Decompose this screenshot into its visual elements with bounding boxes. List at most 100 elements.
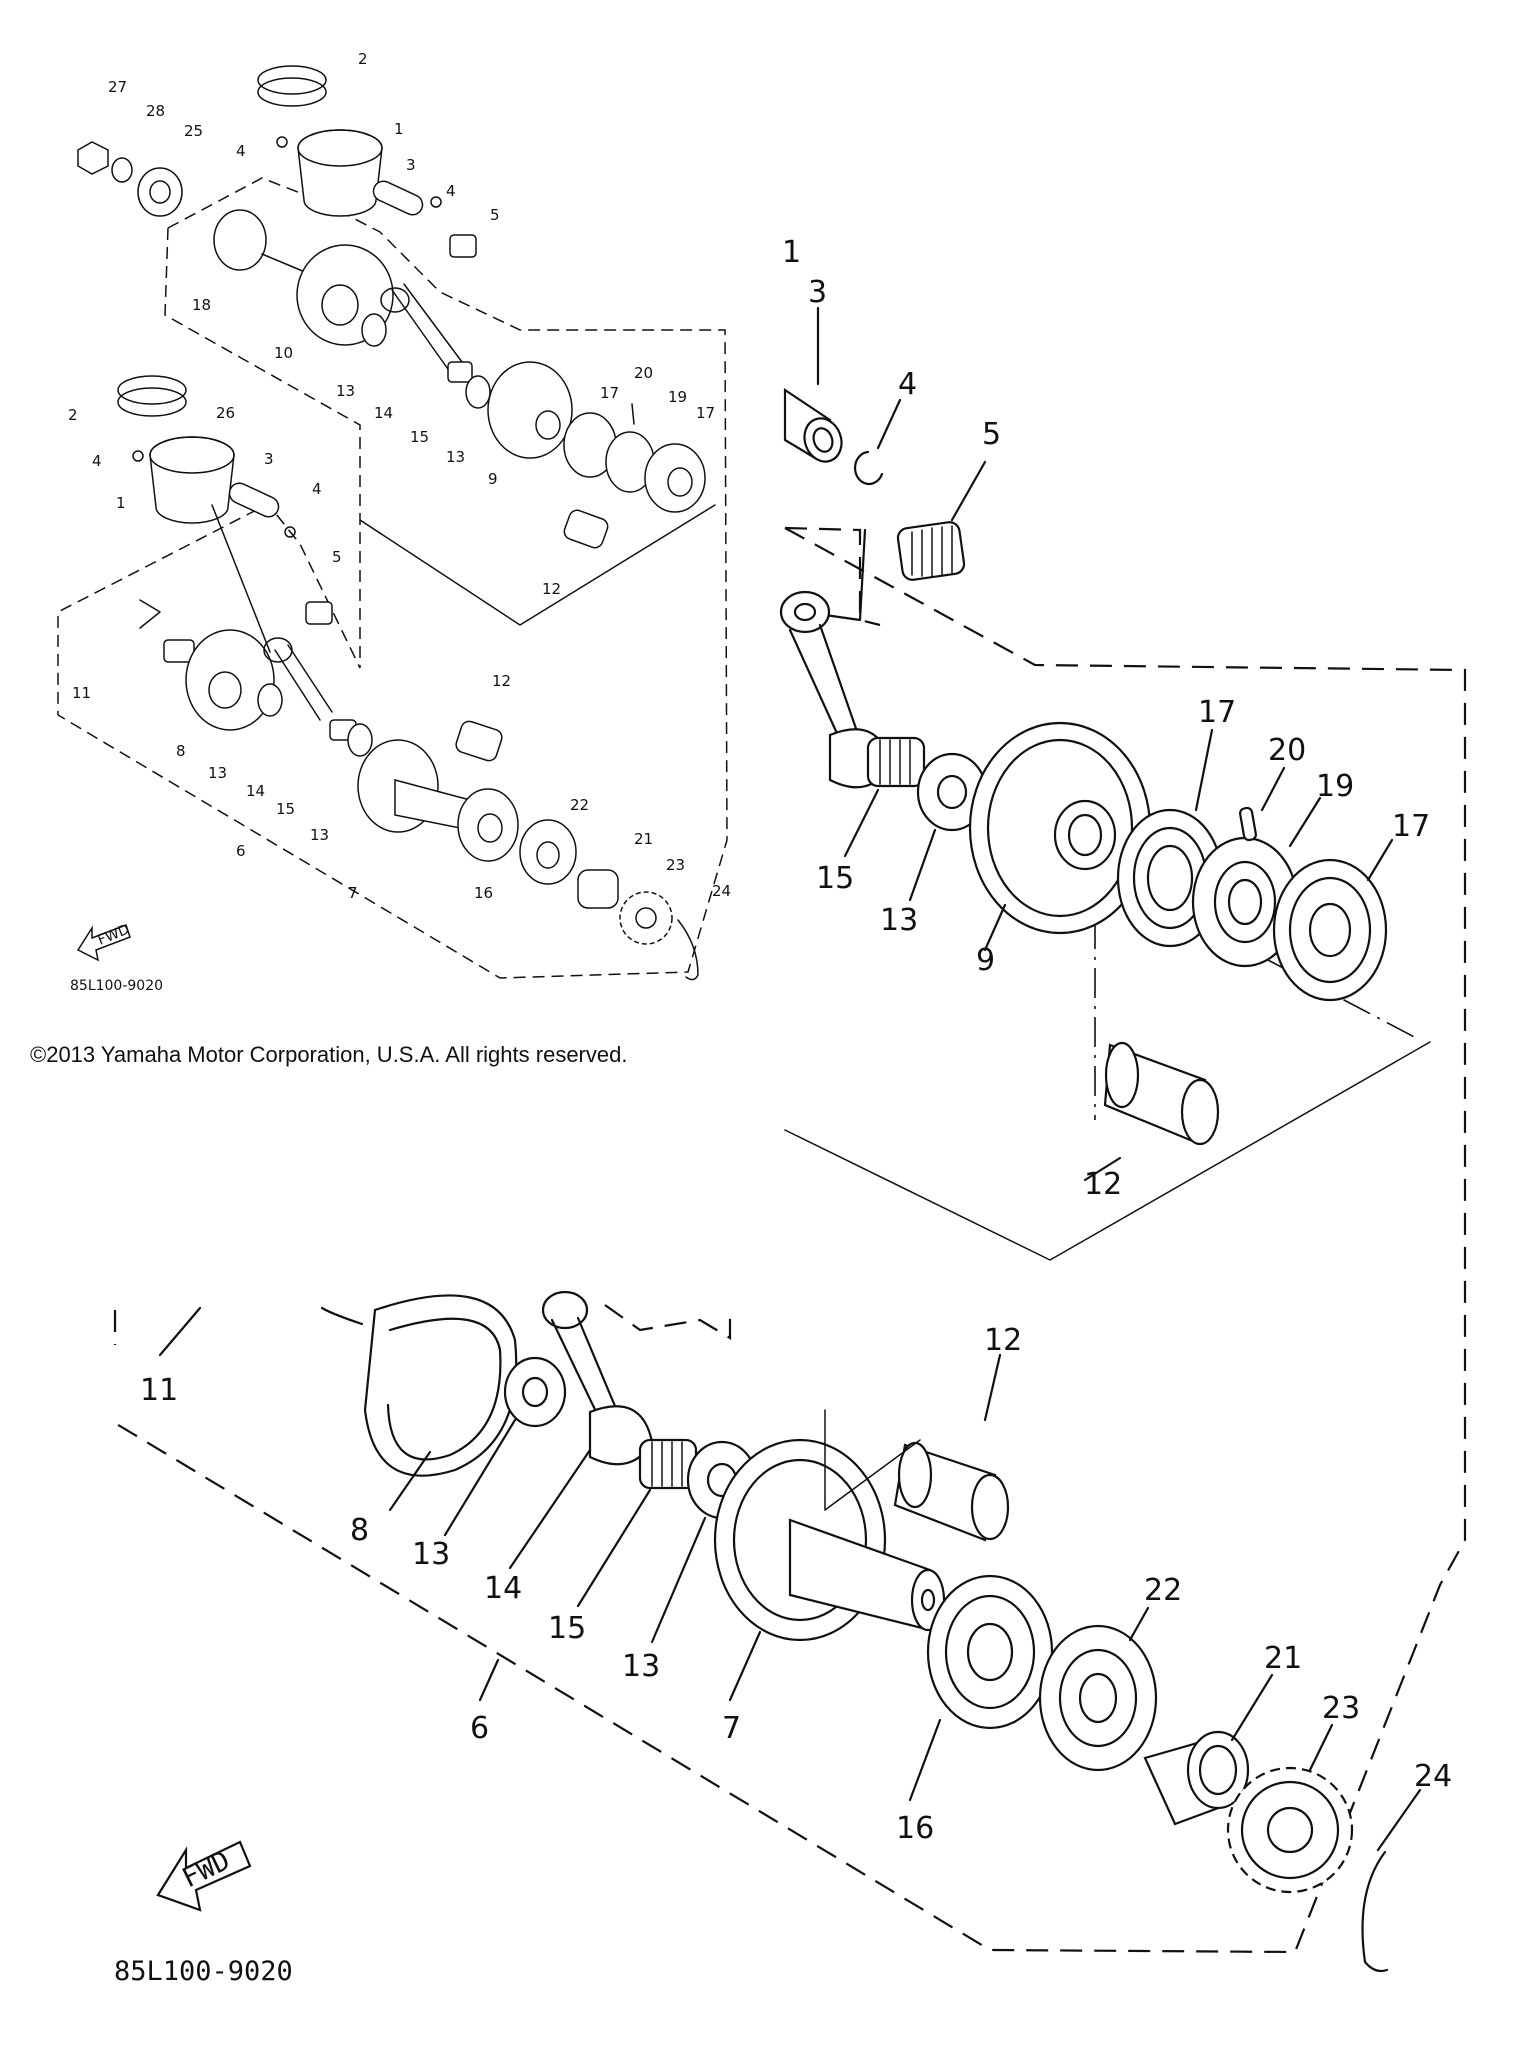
overview-piston-pin-lower-icon — [228, 482, 280, 518]
overview-label: 26 — [216, 404, 235, 422]
overview-needle-bearing-lower-icon — [305, 601, 333, 625]
detail-label: 20 — [1268, 733, 1306, 768]
overview-piston-ring-icon — [257, 77, 327, 107]
detail-label: 7 — [722, 1711, 741, 1746]
bearing-17b-icon — [1272, 858, 1388, 1002]
thrust-washer-13c-icon — [503, 1356, 567, 1428]
overview-oil-seal-icon — [137, 167, 183, 217]
crankpin-12b-icon — [893, 1441, 1010, 1542]
overview-crank-web-9-icon — [487, 361, 573, 459]
overview-label: 1 — [116, 494, 126, 512]
leader-13d — [650, 1516, 707, 1644]
detail-label: 11 — [140, 1373, 178, 1408]
detail-label: 12 — [984, 1323, 1022, 1358]
overview-label: 19 — [668, 388, 687, 406]
overview-label: 21 — [634, 830, 653, 848]
piston-pin-3-icon — [783, 387, 843, 463]
overview-label: 2 — [68, 406, 78, 424]
overview-piston-ring-icon — [117, 387, 187, 417]
needle-bearing-15-icon — [866, 736, 926, 788]
overview-label: 13 — [336, 382, 355, 400]
detail-label: 23 — [1322, 1691, 1360, 1726]
overview-small-end-lower — [263, 637, 293, 663]
overview-assembly-outline — [57, 177, 728, 979]
overview-label: 3 — [406, 156, 416, 174]
leader-23 — [1308, 1723, 1334, 1772]
overview-piston-top-icon — [297, 129, 383, 167]
overview-con-rod-14-icon — [391, 289, 451, 373]
leader-15b — [576, 1488, 652, 1608]
overview-label: 23 — [666, 856, 685, 874]
detail-label: 14 — [484, 1571, 522, 1606]
overview-bearing-17b-inner — [667, 467, 693, 497]
leader-16 — [908, 1718, 942, 1802]
detail-label: 5 — [982, 417, 1001, 452]
detail-leader-11 — [158, 1306, 202, 1357]
overview-circlip-icon — [284, 526, 296, 538]
overview-label: 24 — [712, 882, 731, 900]
overview-washer-13b-icon — [465, 375, 491, 409]
overview-crankpin-12b-icon — [455, 720, 503, 762]
overview-label: 13 — [208, 764, 227, 782]
overview-needle-bearing-icon — [449, 234, 477, 258]
detail-label: 17 — [1198, 695, 1236, 730]
leader-20 — [1260, 766, 1286, 812]
detail-label: 13 — [880, 903, 918, 938]
overview-fwd-arrow-icon: FWD — [76, 922, 132, 962]
overview-label: 5 — [490, 206, 500, 224]
fwd-arrow-icon: FWD — [156, 1840, 252, 1912]
overview-circlip-icon — [132, 450, 144, 462]
overview-circlip-24-icon — [677, 919, 699, 981]
overview-washer-13c-icon — [257, 683, 283, 717]
leader-12c — [983, 1353, 1002, 1422]
overview-con-rod-14-icon — [403, 283, 463, 363]
detail-label: 6 — [470, 1711, 489, 1746]
detail-label: 13 — [622, 1649, 660, 1684]
overview-nut-icon — [77, 141, 109, 175]
detail-marker: 1 — [782, 235, 801, 270]
overview-washer-icon — [111, 157, 133, 183]
overview-diagram: FWD 85L100-9020 2 27 28 25 1 4 3 4 5 18 … — [57, 50, 731, 994]
leader-4 — [876, 398, 902, 450]
overview-label: 22 — [570, 796, 589, 814]
detail-label: 4 — [898, 367, 917, 402]
overview-pin-20-icon — [631, 403, 635, 425]
copyright-notice: ©2013 Yamaha Motor Corporation, U.S.A. A… — [30, 1042, 627, 1067]
detail-label: 21 — [1264, 1641, 1302, 1676]
overview-fwd-label: FWD — [96, 922, 132, 949]
detail-leader-bracket — [784, 1041, 1431, 1261]
connecting-rod-14-icon — [541, 1290, 654, 1466]
overview-label: 4 — [446, 182, 456, 200]
overview-small-end — [380, 287, 410, 313]
overview-crank-web-9-hole — [535, 410, 561, 440]
overview-label: 17 — [600, 384, 619, 402]
leader-15 — [843, 788, 880, 858]
overview-label: 3 — [264, 450, 274, 468]
overview-label: 12 — [492, 672, 511, 690]
detail-shaft-line — [320, 1306, 364, 1326]
leader-22 — [1128, 1606, 1150, 1642]
leader-17 — [1194, 728, 1214, 812]
overview-label: 4 — [312, 480, 322, 498]
crank-web-8-icon — [363, 1294, 518, 1477]
overview-label: 18 — [192, 296, 211, 314]
overview-label: 2 — [358, 50, 368, 68]
detail-leader-12 — [1083, 1156, 1122, 1182]
detail-label: 12 — [1084, 1167, 1122, 1202]
overview-label: 17 — [696, 404, 715, 422]
overview-label: 4 — [92, 452, 102, 470]
bearing-16-icon — [926, 1574, 1054, 1730]
overview-circlip-icon — [430, 196, 442, 208]
overview-leader-11 — [139, 599, 161, 629]
crank-web-9-icon — [968, 721, 1152, 935]
overview-crankpin-12-icon — [563, 509, 609, 549]
overview-needle-15-icon — [447, 361, 473, 383]
overview-label: 4 — [236, 142, 246, 160]
overview-seal-22-inner — [536, 841, 560, 869]
overview-label: 1 — [394, 120, 404, 138]
overview-bearing-17b-icon — [644, 443, 706, 513]
overview-crank-web-hole — [321, 284, 359, 326]
leader-19 — [1288, 796, 1322, 848]
leader-8 — [388, 1450, 432, 1512]
